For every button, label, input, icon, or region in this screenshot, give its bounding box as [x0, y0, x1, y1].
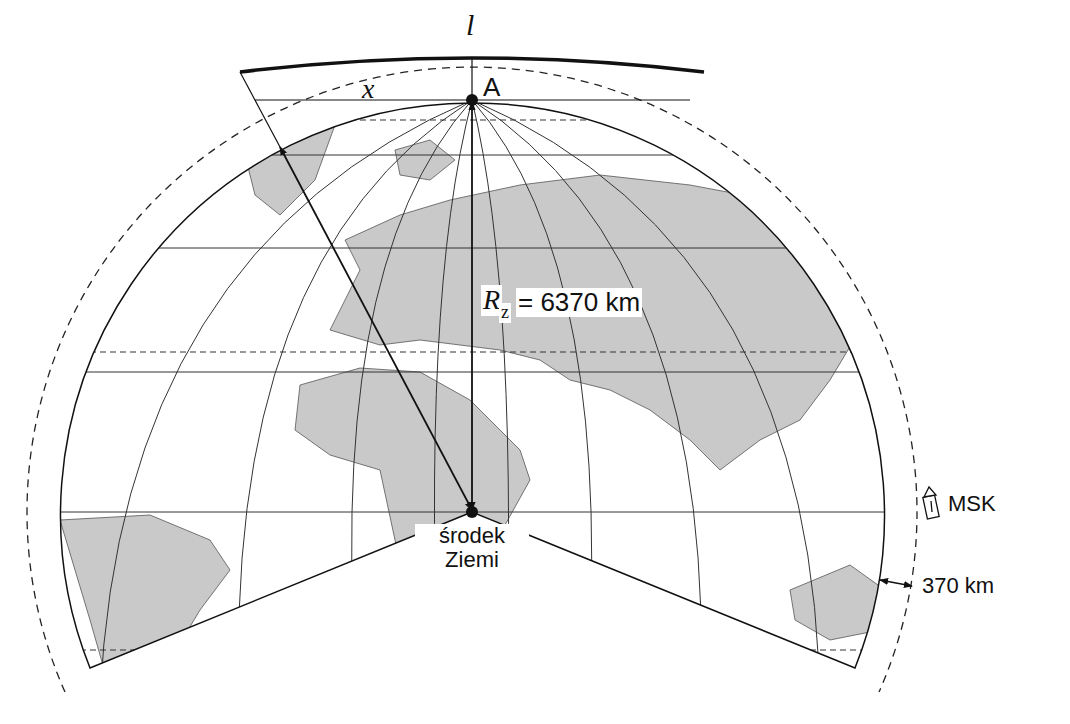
gap-arrow	[880, 580, 912, 586]
dimension-label: = 6370 km	[516, 288, 642, 317]
radius-arrow	[471, 102, 473, 510]
radius-arrow	[280, 147, 472, 510]
center-label: środek Ziemi	[415, 524, 529, 572]
segment-symbol: x	[362, 74, 374, 105]
station-label: MSK	[948, 492, 996, 516]
arc-symbol: l	[466, 8, 474, 41]
arc-l	[240, 58, 704, 72]
map	[60, 100, 900, 720]
subscript: z	[499, 303, 511, 323]
point-label: A	[483, 73, 500, 102]
station-icon	[923, 487, 939, 519]
distance-label: 370 km	[922, 574, 994, 598]
